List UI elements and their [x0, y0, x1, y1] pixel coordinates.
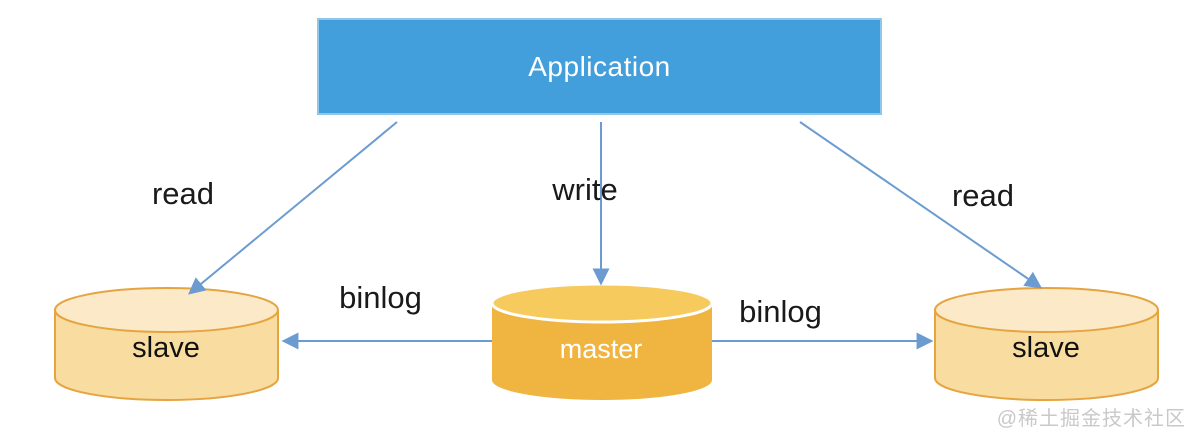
master-cylinder-shape	[490, 282, 714, 400]
write-label: write	[552, 172, 618, 207]
binlog-right-label: binlog	[739, 294, 822, 329]
master-label: master	[559, 334, 643, 364]
application-label: Application	[528, 50, 671, 82]
watermark-text: @稀土掘金技术社区	[996, 408, 1186, 430]
slave-right-label: slave	[1012, 332, 1080, 364]
binlog-left-label: binlog	[339, 280, 422, 315]
read-right-label: read	[951, 178, 1015, 213]
slave-right-cylinder-shape	[934, 287, 1159, 401]
slave-left-cylinder-shape	[54, 287, 279, 401]
application-node: Application	[317, 18, 882, 115]
read-right-arrow	[799, 121, 1043, 289]
read-left-arrow	[188, 121, 398, 295]
slave-left-label: slave	[132, 332, 200, 364]
read-left-label: read	[151, 176, 215, 211]
